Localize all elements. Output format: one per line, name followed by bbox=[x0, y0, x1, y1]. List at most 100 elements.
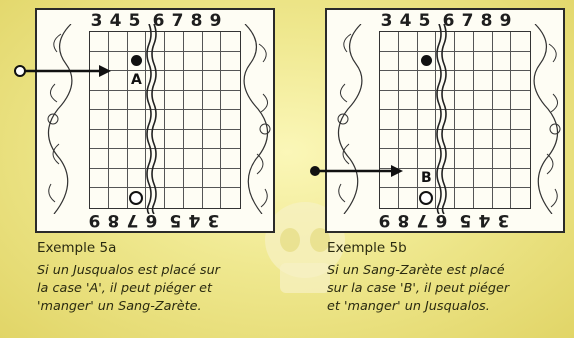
grid-cell[interactable] bbox=[493, 32, 512, 52]
grid-cell[interactable] bbox=[455, 110, 474, 130]
grid-cell[interactable] bbox=[511, 71, 530, 91]
grid-cell[interactable] bbox=[399, 71, 418, 91]
grid-cell[interactable] bbox=[380, 188, 399, 208]
grid-cell[interactable] bbox=[455, 169, 474, 189]
grid-cell[interactable] bbox=[511, 130, 530, 150]
grid-cell[interactable] bbox=[203, 91, 222, 111]
grid-cell[interactable] bbox=[221, 188, 240, 208]
grid-cell[interactable] bbox=[380, 52, 399, 72]
grid-cell[interactable] bbox=[221, 71, 240, 91]
grid-cell[interactable] bbox=[474, 188, 493, 208]
grid-cell[interactable] bbox=[455, 32, 474, 52]
grid-cell[interactable] bbox=[493, 91, 512, 111]
grid-cell[interactable] bbox=[221, 130, 240, 150]
grid-cell[interactable] bbox=[221, 169, 240, 189]
grid-cell[interactable] bbox=[109, 169, 128, 189]
grid-cell[interactable] bbox=[165, 110, 184, 130]
grid-cell[interactable] bbox=[474, 52, 493, 72]
grid-cell[interactable] bbox=[399, 110, 418, 130]
grid-cell[interactable] bbox=[184, 169, 203, 189]
grid-cell[interactable] bbox=[90, 130, 109, 150]
grid-cell[interactable] bbox=[221, 32, 240, 52]
grid-cell[interactable] bbox=[221, 110, 240, 130]
grid-cell[interactable] bbox=[399, 32, 418, 52]
grid-cell[interactable] bbox=[474, 32, 493, 52]
grid-cell[interactable] bbox=[221, 149, 240, 169]
grid-cell[interactable] bbox=[184, 149, 203, 169]
grid-cell[interactable] bbox=[493, 149, 512, 169]
grid-cell[interactable] bbox=[380, 71, 399, 91]
grid-cell[interactable] bbox=[511, 110, 530, 130]
grid-cell[interactable] bbox=[203, 52, 222, 72]
grid-cell[interactable] bbox=[184, 32, 203, 52]
grid-cell[interactable] bbox=[109, 32, 128, 52]
grid-cell[interactable] bbox=[109, 149, 128, 169]
grid-cell[interactable] bbox=[90, 188, 109, 208]
grid-cell[interactable] bbox=[511, 149, 530, 169]
grid-cell[interactable] bbox=[184, 52, 203, 72]
grid-cell[interactable] bbox=[90, 110, 109, 130]
grid-cell[interactable] bbox=[399, 52, 418, 72]
grid-cell[interactable] bbox=[511, 188, 530, 208]
grid-cell[interactable] bbox=[165, 71, 184, 91]
grid-cell[interactable] bbox=[90, 91, 109, 111]
grid-cell[interactable] bbox=[511, 91, 530, 111]
grid-cell[interactable] bbox=[203, 32, 222, 52]
grid-cell[interactable] bbox=[203, 130, 222, 150]
grid-cell[interactable] bbox=[493, 188, 512, 208]
grid-cell[interactable] bbox=[455, 149, 474, 169]
grid-cell[interactable] bbox=[455, 188, 474, 208]
grid-cell[interactable] bbox=[493, 169, 512, 189]
grid-cell[interactable] bbox=[380, 32, 399, 52]
grid-cell[interactable] bbox=[184, 110, 203, 130]
grid-cell[interactable] bbox=[221, 52, 240, 72]
grid-cell[interactable] bbox=[90, 169, 109, 189]
grid-cell[interactable] bbox=[184, 130, 203, 150]
grid-cell[interactable] bbox=[399, 91, 418, 111]
grid-cell[interactable] bbox=[474, 71, 493, 91]
grid-cell[interactable] bbox=[493, 130, 512, 150]
grid-cell[interactable] bbox=[474, 149, 493, 169]
grid-cell[interactable] bbox=[165, 52, 184, 72]
grid-cell[interactable] bbox=[109, 188, 128, 208]
grid-cell[interactable] bbox=[455, 71, 474, 91]
grid-cell[interactable] bbox=[493, 52, 512, 72]
grid-cell[interactable] bbox=[380, 110, 399, 130]
grid-cell[interactable] bbox=[165, 130, 184, 150]
grid-cell[interactable] bbox=[90, 149, 109, 169]
grid-cell[interactable] bbox=[109, 130, 128, 150]
grid-cell[interactable] bbox=[203, 149, 222, 169]
grid-cell[interactable] bbox=[399, 130, 418, 150]
grid-cell[interactable] bbox=[90, 32, 109, 52]
grid-cell[interactable] bbox=[455, 91, 474, 111]
grid-cell[interactable] bbox=[165, 32, 184, 52]
grid-cell[interactable] bbox=[203, 110, 222, 130]
grid-cell[interactable] bbox=[380, 130, 399, 150]
grid-cell[interactable] bbox=[184, 91, 203, 111]
grid-cell[interactable] bbox=[184, 188, 203, 208]
grid-cell[interactable] bbox=[109, 110, 128, 130]
grid-cell[interactable] bbox=[474, 91, 493, 111]
grid-cell[interactable] bbox=[493, 71, 512, 91]
grid-cell[interactable] bbox=[203, 169, 222, 189]
grid-cell[interactable] bbox=[221, 91, 240, 111]
grid-cell[interactable] bbox=[474, 169, 493, 189]
grid-cell[interactable] bbox=[474, 130, 493, 150]
grid-cell[interactable] bbox=[380, 91, 399, 111]
grid-cell[interactable] bbox=[109, 91, 128, 111]
grid-cell[interactable] bbox=[493, 110, 512, 130]
grid-cell[interactable] bbox=[399, 188, 418, 208]
grid-cell[interactable] bbox=[203, 188, 222, 208]
grid-cell[interactable] bbox=[511, 32, 530, 52]
grid-cell[interactable] bbox=[165, 91, 184, 111]
grid-cell[interactable] bbox=[455, 52, 474, 72]
grid-cell[interactable] bbox=[165, 188, 184, 208]
grid-cell[interactable] bbox=[203, 71, 222, 91]
grid-cell[interactable] bbox=[165, 149, 184, 169]
grid-cell[interactable] bbox=[511, 169, 530, 189]
grid-cell[interactable] bbox=[184, 71, 203, 91]
grid-cell[interactable] bbox=[165, 169, 184, 189]
grid-cell[interactable] bbox=[474, 110, 493, 130]
grid-cell[interactable] bbox=[511, 52, 530, 72]
grid-cell[interactable] bbox=[455, 130, 474, 150]
